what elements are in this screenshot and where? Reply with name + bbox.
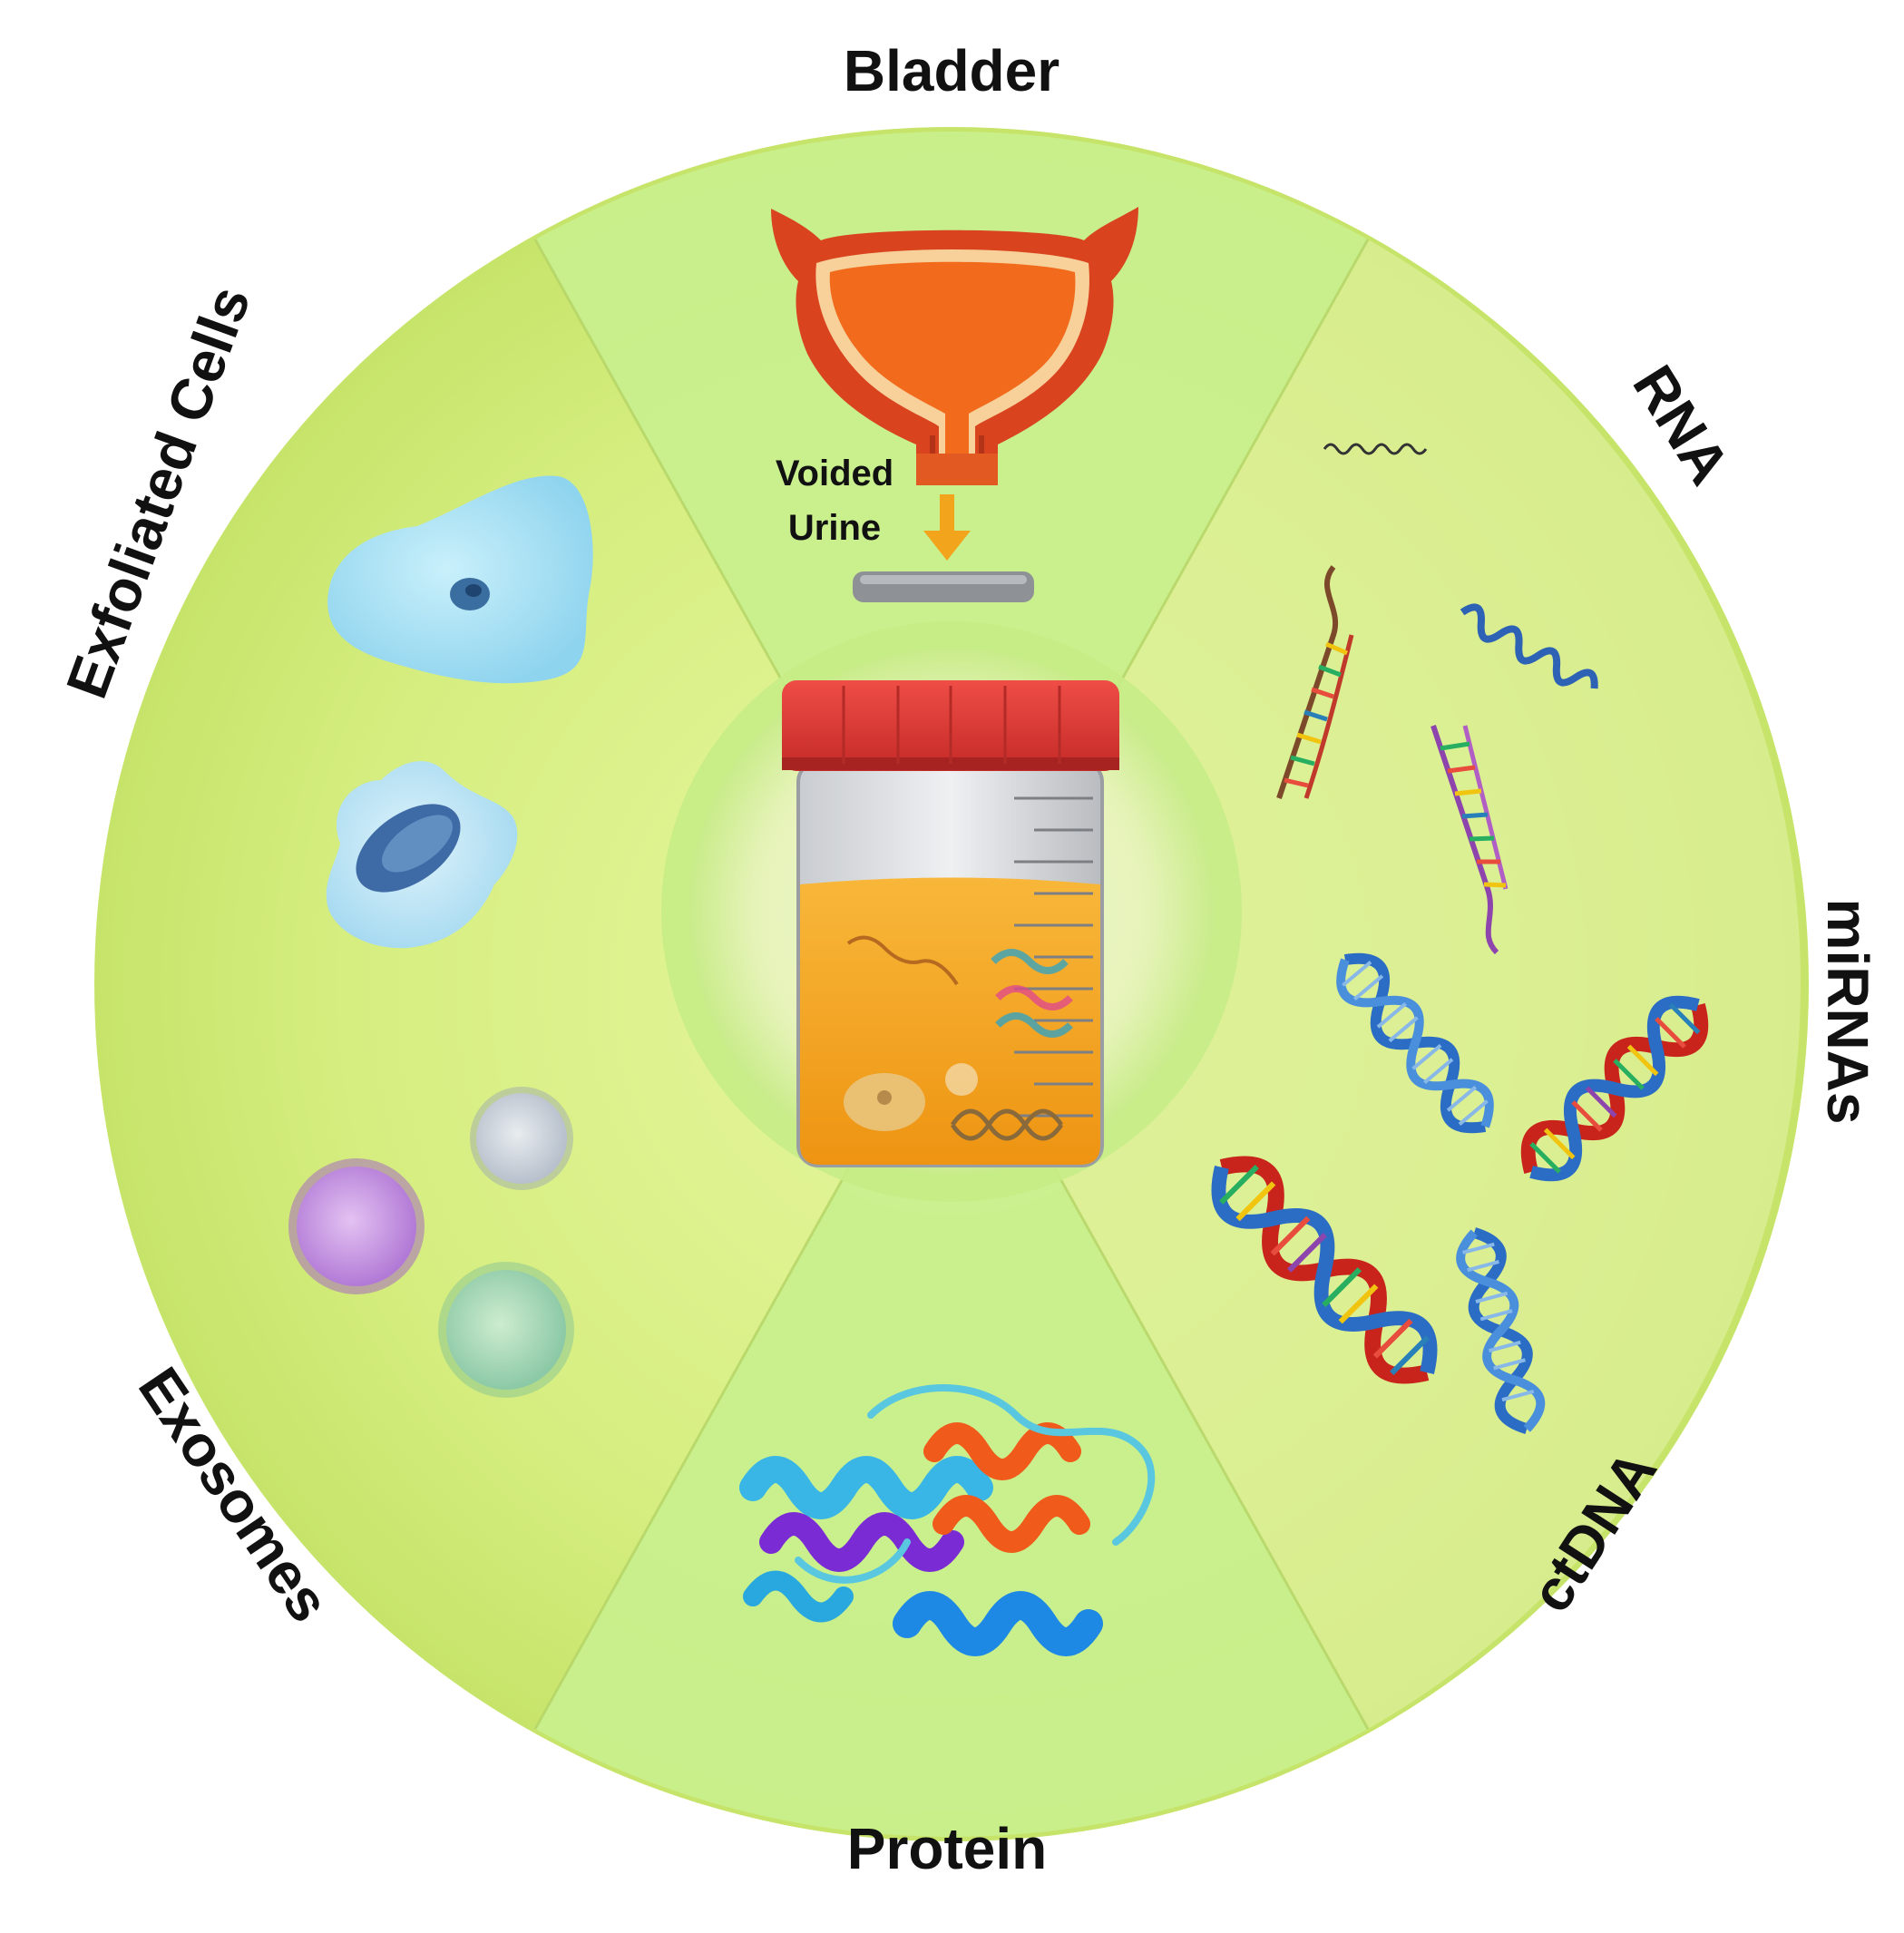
- mirna-2: [1430, 725, 1509, 955]
- dna-helix-red-1: [1520, 995, 1709, 1182]
- label-urine: Urine: [788, 508, 881, 548]
- label-mirnas: miRNAs: [1815, 899, 1880, 1125]
- label-bladder: Bladder: [844, 38, 1059, 103]
- rna-short-strand: [1323, 443, 1428, 455]
- exosome-green: [438, 1262, 574, 1398]
- dna-helix-blue-2: [1456, 1227, 1546, 1435]
- urine-cup: [782, 680, 1119, 1167]
- dna-helix-red-2: [1211, 1156, 1438, 1384]
- mirna-1: [1276, 565, 1354, 799]
- protein-segment: [535, 984, 1368, 1837]
- label-voided: Voided: [776, 454, 893, 493]
- exfoliated-cell-2: [326, 761, 518, 949]
- bladder-illustration: [771, 207, 1138, 485]
- collection-slot-highlight: [860, 575, 1027, 584]
- label-protein: Protein: [847, 1816, 1047, 1881]
- protein-structure: [739, 1384, 1156, 1656]
- dna-helix-blue-1: [1336, 952, 1494, 1134]
- bladder-outlet: [916, 454, 998, 485]
- exosome-gray: [470, 1087, 573, 1190]
- down-arrow-icon: [923, 494, 971, 561]
- rna-strand-blue: [1460, 603, 1598, 689]
- exfoliated-cell-1: [327, 475, 593, 684]
- exosome-purple: [288, 1158, 425, 1294]
- right-segment: [952, 239, 1801, 1729]
- bladder-segment: [535, 132, 1368, 985]
